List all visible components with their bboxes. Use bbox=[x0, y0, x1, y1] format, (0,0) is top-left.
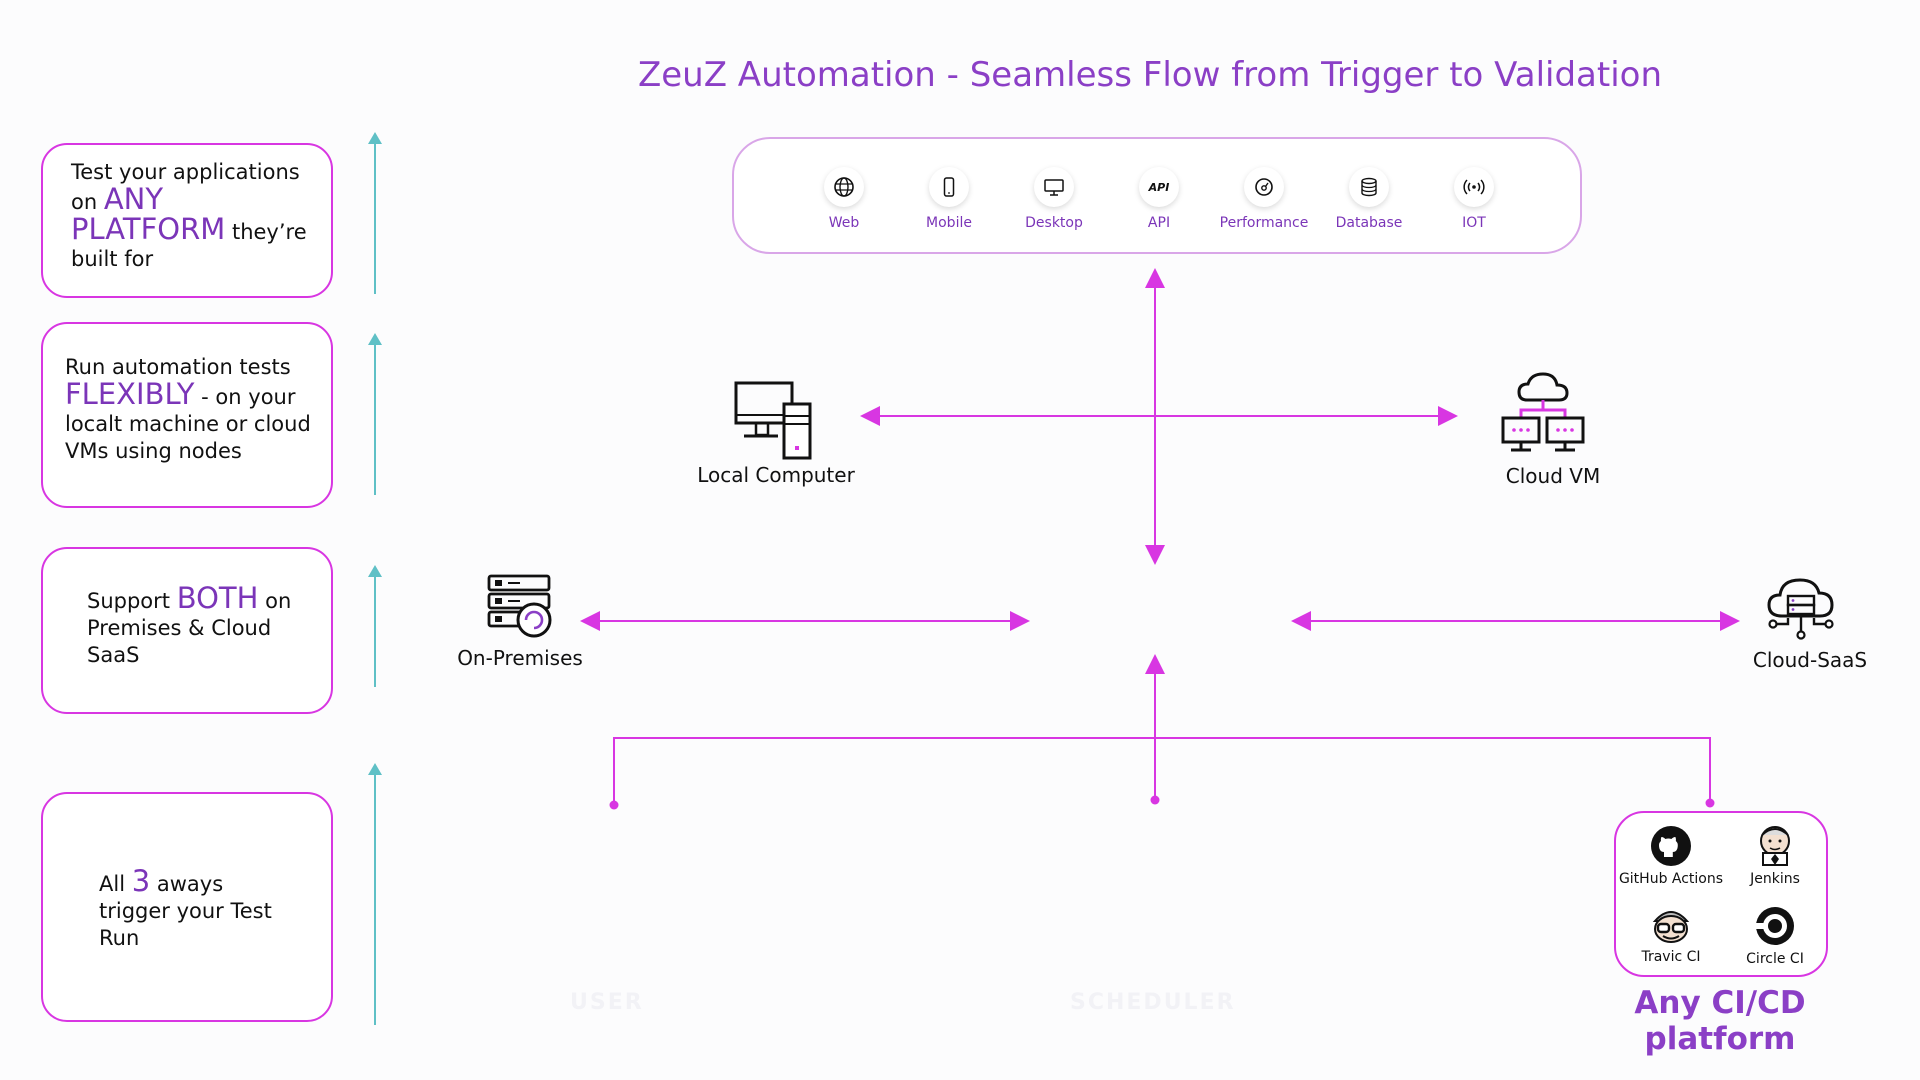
card-text: All bbox=[99, 872, 132, 896]
ghost-label-user: USER bbox=[570, 990, 644, 1015]
card-both: Support BOTH on Premises & Cloud SaaS bbox=[41, 547, 333, 714]
ci-jenkins[interactable]: Jenkins bbox=[1720, 823, 1830, 887]
card-text: SaaS bbox=[87, 643, 140, 667]
circleci-icon bbox=[1720, 905, 1830, 951]
svg-text:API: API bbox=[1148, 181, 1170, 194]
card-highlight: ANY bbox=[103, 182, 164, 216]
ci-cd-title: Any CI/CD platform bbox=[1634, 985, 1806, 1057]
up-arrow bbox=[368, 763, 382, 1025]
platform-label: Web bbox=[828, 215, 860, 231]
card-text: VMs using nodes bbox=[65, 439, 242, 463]
local-computer-label: Local Computer bbox=[697, 463, 855, 487]
card-text: they’re bbox=[225, 220, 307, 244]
cloud-saas-icon bbox=[1764, 572, 1838, 644]
card-text: aways bbox=[150, 872, 224, 896]
card-highlight: FLEXIBLY bbox=[65, 377, 195, 411]
card-line: Support BOTH on bbox=[87, 584, 331, 615]
desktop-icon bbox=[1034, 167, 1074, 207]
platform-bar: Web Mobile Desktop API API Performance D… bbox=[732, 137, 1582, 254]
card-highlight: BOTH bbox=[176, 581, 259, 615]
ci-github-actions[interactable]: GitHub Actions bbox=[1616, 825, 1726, 887]
ghost-label-scheduler: SCHEDULER bbox=[1070, 990, 1236, 1015]
cloud-vm-icon bbox=[1497, 366, 1589, 458]
local-computer-icon bbox=[730, 378, 825, 463]
card-highlight: PLATFORM bbox=[71, 212, 226, 246]
card-line: FLEXIBLY - on your bbox=[65, 380, 331, 411]
platform-label: Desktop bbox=[1025, 215, 1083, 231]
up-arrow bbox=[368, 333, 382, 495]
card-text: built for bbox=[71, 247, 154, 271]
card-text: on bbox=[71, 190, 104, 214]
card-text: on bbox=[258, 589, 292, 613]
card-line: PLATFORM they’re bbox=[71, 215, 331, 246]
platform-performance[interactable]: Performance bbox=[1214, 167, 1314, 231]
ci-circle[interactable]: Circle CI bbox=[1720, 905, 1830, 967]
trigger-dot bbox=[609, 800, 619, 810]
cloud-saas-label: Cloud-SaaS bbox=[1752, 648, 1868, 672]
card-text: Test your applications bbox=[71, 160, 300, 184]
platform-label: Database bbox=[1335, 215, 1403, 231]
card-text: Run automation tests bbox=[65, 355, 291, 379]
platform-label: Performance bbox=[1219, 215, 1309, 231]
mobile-icon bbox=[929, 167, 969, 207]
platform-mobile[interactable]: Mobile bbox=[899, 167, 999, 231]
cloud-vm-label: Cloud VM bbox=[1505, 464, 1601, 488]
card-text: - on your bbox=[194, 385, 296, 409]
ci-cd-box: GitHub Actions Jenkins Travic CI Circle … bbox=[1614, 811, 1828, 977]
trigger-dot bbox=[1150, 795, 1160, 805]
card-text: Premises & Cloud bbox=[87, 616, 272, 640]
globe-icon bbox=[824, 167, 864, 207]
card-text: Run bbox=[99, 926, 140, 950]
jenkins-icon bbox=[1720, 823, 1830, 871]
api-icon: API bbox=[1139, 167, 1179, 207]
platform-label: API bbox=[1147, 215, 1171, 231]
trigger-dot bbox=[1705, 798, 1715, 808]
card-three-ways: All 3 aways trigger your Test Run bbox=[41, 792, 333, 1022]
card-text: localt machine or cloud bbox=[65, 412, 311, 436]
platform-label: Mobile bbox=[926, 215, 972, 231]
platform-iot[interactable]: IOT bbox=[1424, 167, 1524, 231]
card-line: All 3 aways bbox=[99, 867, 331, 898]
card-highlight: 3 bbox=[131, 864, 151, 898]
ci-label: Jenkins bbox=[1750, 871, 1800, 887]
trigger-bracket bbox=[613, 737, 1711, 805]
card-text: trigger your Test bbox=[99, 899, 272, 923]
card-line: on ANY bbox=[71, 185, 331, 216]
iot-icon bbox=[1454, 167, 1494, 207]
up-arrow bbox=[368, 565, 382, 687]
platform-label: IOT bbox=[1462, 215, 1486, 231]
card-flexibly: Run automation tests FLEXIBLY - on your … bbox=[41, 322, 333, 508]
up-arrow bbox=[368, 132, 382, 294]
platform-api[interactable]: API API bbox=[1109, 167, 1209, 231]
page-title: ZeuZ Automation - Seamless Flow from Tri… bbox=[637, 55, 1663, 95]
platform-desktop[interactable]: Desktop bbox=[1004, 167, 1104, 231]
github-icon bbox=[1616, 825, 1726, 871]
platform-web[interactable]: Web bbox=[794, 167, 894, 231]
ci-label: GitHub Actions bbox=[1618, 871, 1724, 887]
database-icon bbox=[1349, 167, 1389, 207]
platform-database[interactable]: Database bbox=[1319, 167, 1419, 231]
ci-label: Travic CI bbox=[1641, 949, 1701, 965]
ci-label: Circle CI bbox=[1746, 951, 1804, 967]
card-text: Support bbox=[87, 589, 177, 613]
on-premises-label: On-Premises bbox=[457, 646, 583, 670]
card-any-platform: Test your applications on ANY PLATFORM t… bbox=[41, 143, 333, 298]
travis-icon bbox=[1616, 905, 1726, 949]
ci-travis[interactable]: Travic CI bbox=[1616, 905, 1726, 965]
gauge-icon bbox=[1244, 167, 1284, 207]
server-icon bbox=[484, 572, 556, 640]
